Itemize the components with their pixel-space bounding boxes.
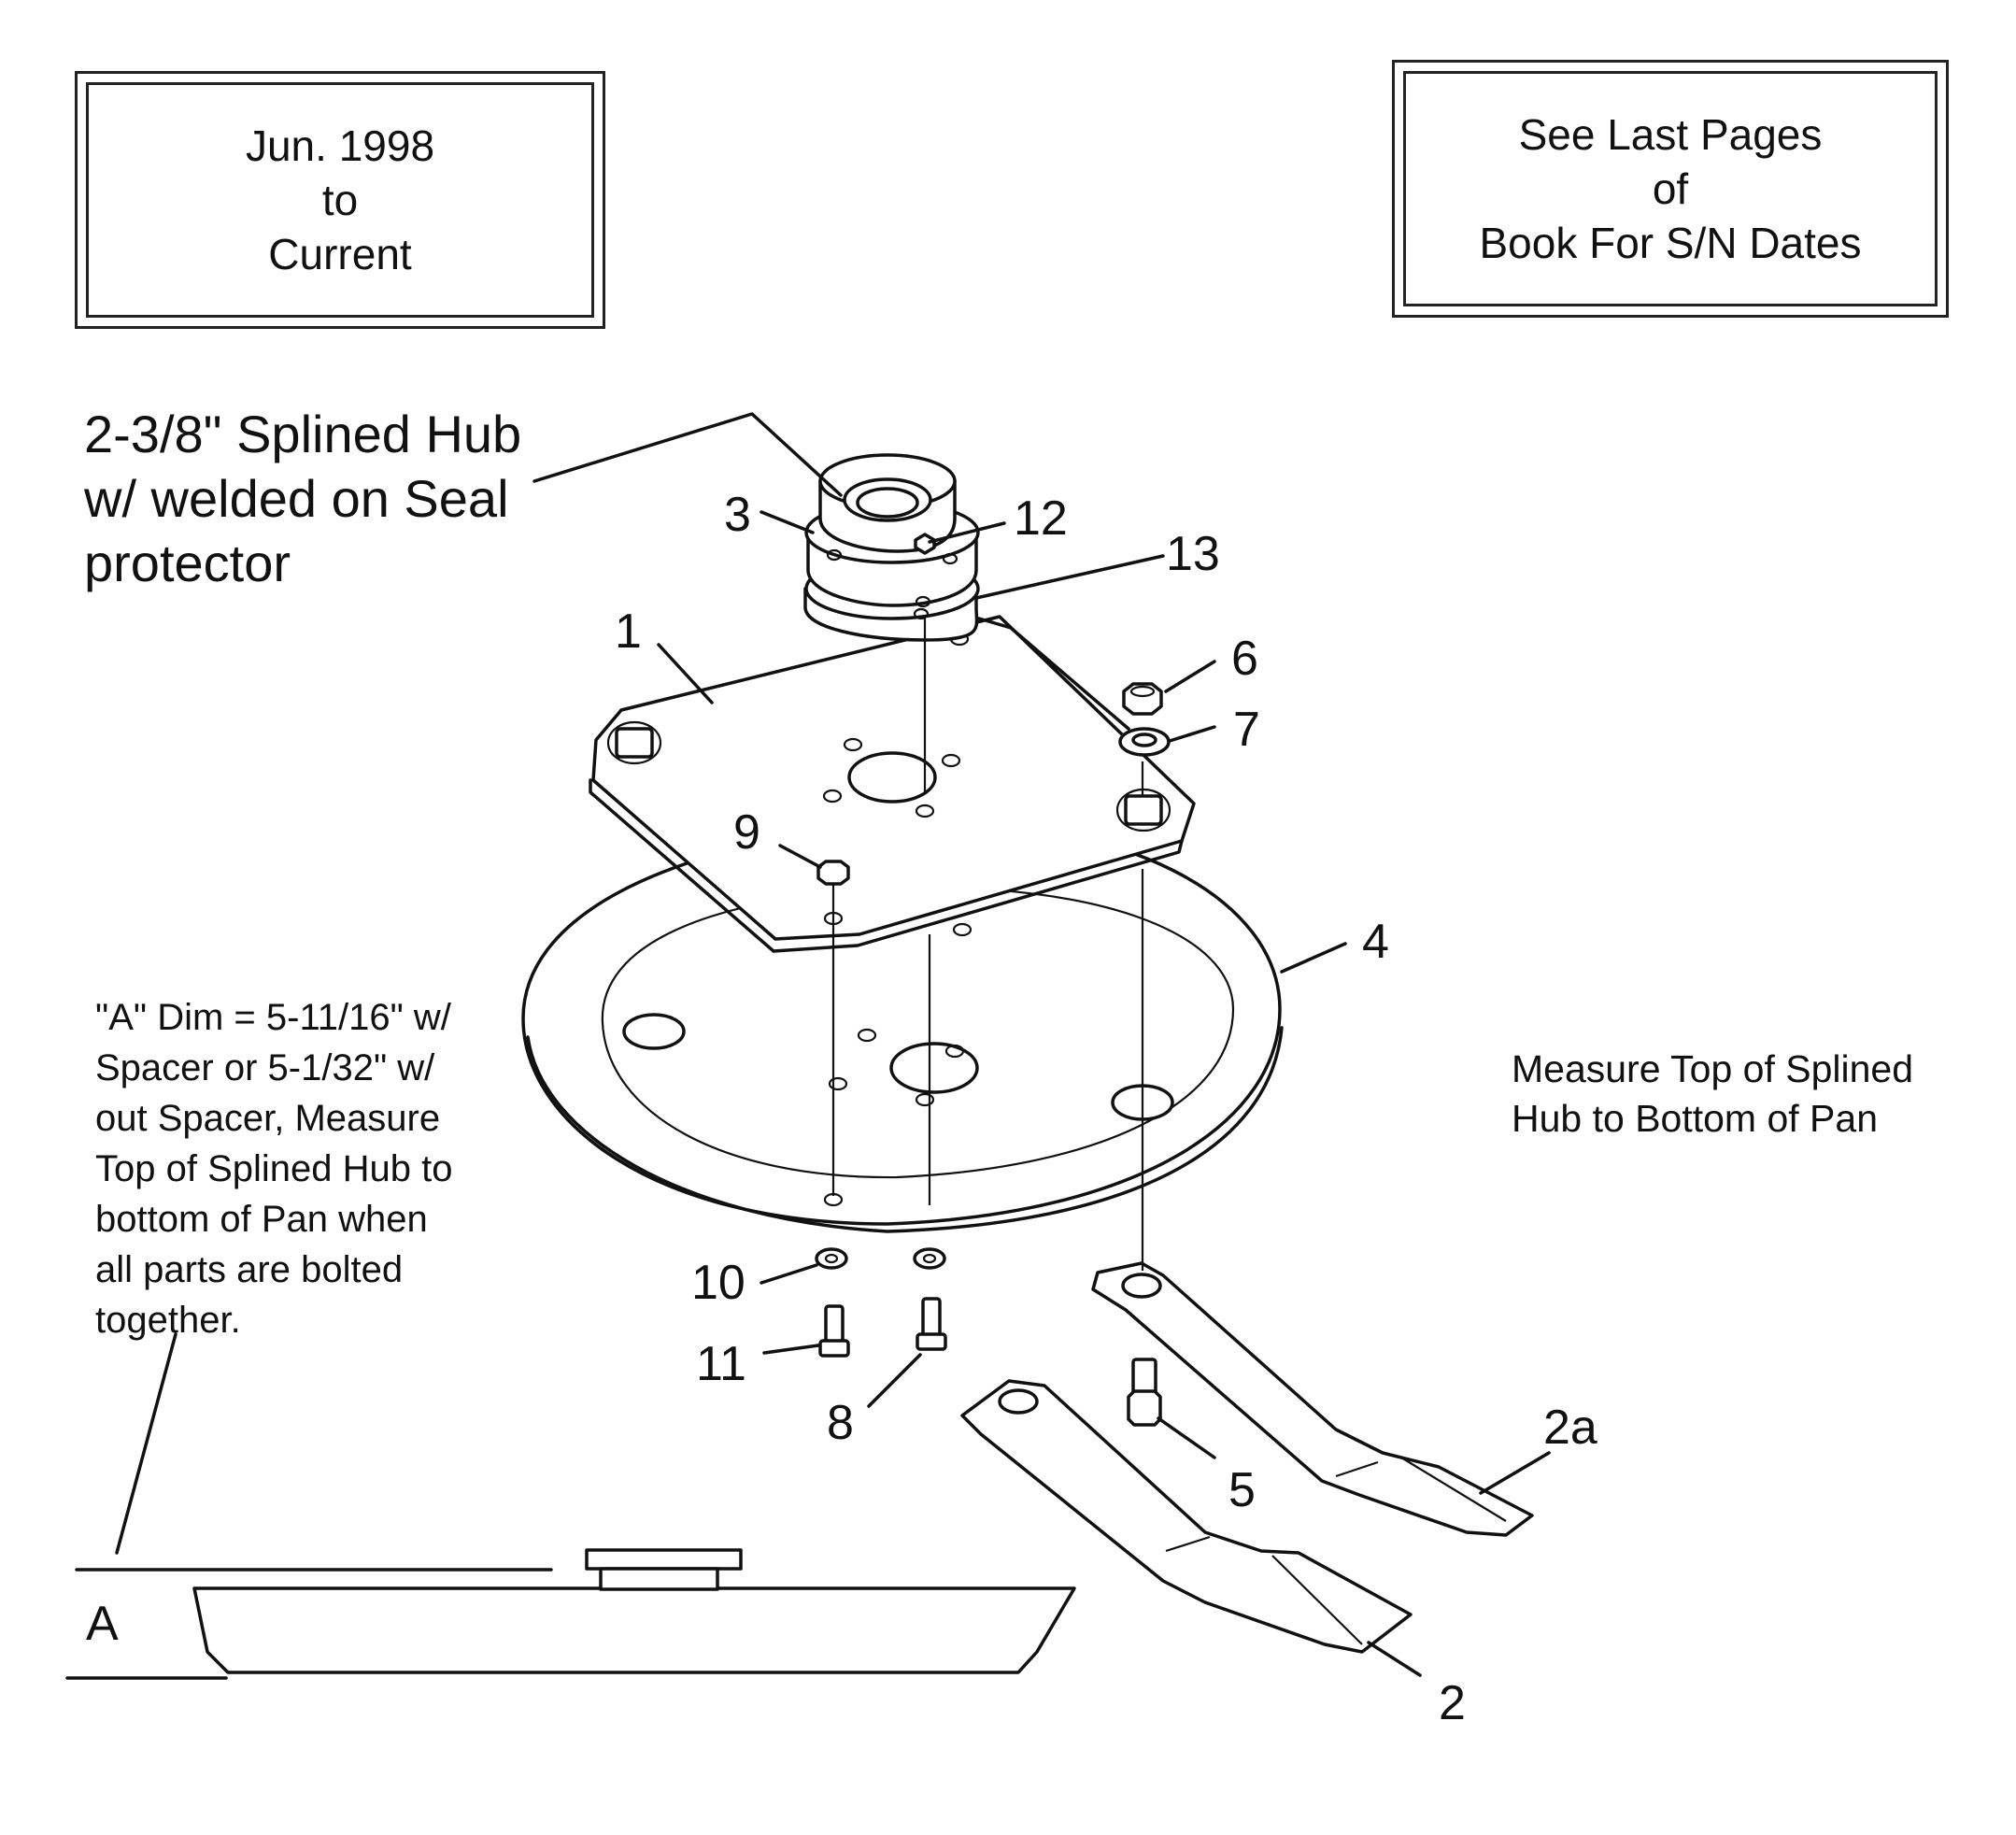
callout-3: 3: [724, 488, 751, 542]
dimension-a-side-view: [65, 1548, 1076, 1680]
measure-note-line-2: Hub to Bottom of Pan: [1512, 1097, 1879, 1140]
bolt-part-8: [916, 1297, 947, 1351]
callout-8: 8: [827, 1396, 854, 1450]
hub-label-line-2: w/ welded on Seal: [84, 469, 509, 528]
washer-part-7: [1118, 727, 1171, 757]
sn-box-line-1: See Last Pages: [1518, 110, 1823, 159]
callout-12: 12: [1014, 491, 1068, 546]
a-dim-note-line-5: bottom of Pan when: [95, 1199, 428, 1240]
dimension-letter-a: A: [86, 1597, 119, 1651]
date-box-frame: [75, 71, 605, 329]
sn-box: See Last Pages of Book For S/N Dates: [1403, 71, 1938, 306]
sn-box-line-3: Book For S/N Dates: [1479, 219, 1862, 267]
callout-1: 1: [615, 605, 642, 659]
date-box-line-3: Current: [268, 230, 412, 278]
date-box-line-2: to: [321, 176, 359, 224]
callout-13: 13: [1166, 527, 1220, 581]
bolt-part-11: [818, 1304, 850, 1358]
callout-10: 10: [691, 1256, 745, 1310]
splined-hub-part: [803, 453, 980, 642]
a-dim-note: "A" Dim = 5-11/16" w/ Spacer or 5-1/32" …: [95, 992, 452, 1345]
hub-label-line-1: 2-3/8" Splined Hub: [84, 405, 522, 463]
callout-11: 11: [696, 1337, 746, 1391]
nut-part-9: [816, 860, 850, 886]
date-box: Jun. 1998 to Current: [86, 82, 594, 318]
hub-label-line-3: protector: [84, 533, 291, 592]
leader-lines: [115, 412, 1551, 1677]
blade-part-2: [960, 1379, 1413, 1654]
callout-4: 4: [1362, 915, 1389, 969]
sn-box-line-2: of: [1652, 164, 1689, 213]
sn-box-frame: [1392, 60, 1949, 318]
a-dim-note-line-2: Spacer or 5-1/32" w/: [95, 1047, 435, 1088]
a-dim-note-line-4: Top of Splined Hub to: [95, 1148, 453, 1189]
blade-bolt-part-5: [1127, 1358, 1162, 1427]
a-dim-note-line-3: out Spacer, Measure: [95, 1098, 441, 1139]
date-box-line-1: Jun. 1998: [245, 121, 435, 170]
callout-2a: 2a: [1543, 1401, 1597, 1455]
callout-7: 7: [1233, 703, 1260, 757]
callout-6: 6: [1231, 632, 1258, 686]
a-dim-note-line-6: all parts are bolted: [95, 1249, 404, 1290]
a-dim-note-line-1: "A" Dim = 5-11/16" w/: [95, 997, 451, 1038]
measure-note-line-1: Measure Top of Splined: [1512, 1047, 1914, 1090]
measure-note: Measure Top of Splined Hub to Bottom of …: [1512, 1045, 1913, 1144]
blade-part-2a: [1091, 1261, 1534, 1537]
hub-label: 2-3/8" Splined Hub w/ welded on Seal pro…: [84, 402, 521, 595]
callout-5: 5: [1228, 1463, 1256, 1517]
mounting-plate-part: [589, 615, 1196, 953]
a-dim-note-line-7: together.: [95, 1300, 241, 1341]
assembly-lines: [831, 619, 1144, 1271]
callout-2: 2: [1439, 1676, 1466, 1730]
callout-9: 9: [733, 805, 760, 860]
nut-part-6: [1122, 682, 1163, 716]
lockwasher-part-10: [815, 1247, 946, 1270]
callout-numbers: 1 3 12 13 6 7 9 4 10 11 8 5 2a 2 A: [86, 488, 1597, 1730]
